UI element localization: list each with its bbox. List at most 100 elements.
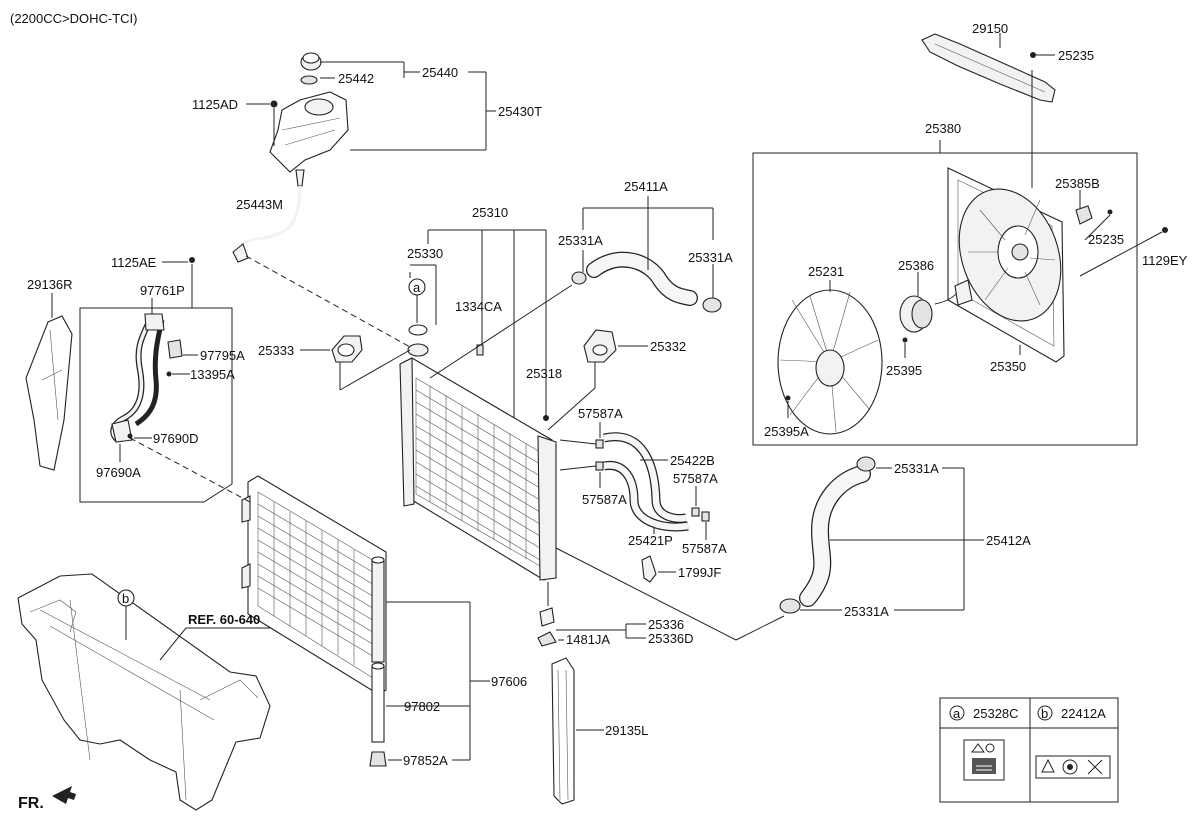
part-label-57587a-2[interactable]: 57587A [582, 492, 627, 507]
part-label-97802[interactable]: 97802 [404, 699, 440, 714]
upper-radiator-hose[interactable] [586, 251, 698, 306]
fan-shroud[interactable] [942, 167, 1079, 363]
screw-icon [785, 395, 791, 401]
radiator-cap[interactable] [407, 324, 429, 357]
part-label-25430t[interactable]: 25430T [498, 104, 542, 119]
part-label-97690d[interactable]: 97690D [153, 431, 199, 446]
transmission-cooler-hose[interactable] [603, 432, 689, 532]
hose-clip[interactable] [691, 507, 700, 517]
coolant-reservoir-tank[interactable] [269, 91, 349, 187]
part-label-25336d[interactable]: 25336D [648, 631, 694, 646]
hose-clamp[interactable] [779, 598, 801, 614]
fan-motor[interactable] [899, 279, 973, 333]
part-label-25330[interactable]: 25330 [407, 246, 443, 261]
part-label-25442[interactable]: 25442 [338, 71, 374, 86]
cooling-fan-blade[interactable] [777, 289, 883, 435]
part-label-97852a[interactable]: 97852A [403, 753, 448, 768]
part-label-25422b[interactable]: 25422B [670, 453, 715, 468]
screw-icon [543, 415, 549, 421]
part-label-1125ad[interactable]: 1125AD [192, 97, 238, 112]
part-label-25231[interactable]: 25231 [808, 264, 844, 279]
overflow-hose[interactable] [232, 185, 302, 263]
cap-seal-ring[interactable] [300, 75, 318, 85]
part-label-25412a[interactable]: 25412A [986, 533, 1031, 548]
part-label-97606[interactable]: 97606 [491, 674, 527, 689]
part-label-25318[interactable]: 25318 [526, 366, 562, 381]
part-label-25443m[interactable]: 25443M [236, 197, 283, 212]
part-label-25385b[interactable]: 25385B [1055, 176, 1100, 191]
part-label-25440[interactable]: 25440 [422, 65, 458, 80]
part-label-13395a[interactable]: 13395A [190, 367, 235, 382]
hose-clamp[interactable] [571, 271, 587, 285]
legend-a-part[interactable]: 25328C [973, 706, 1019, 721]
part-label-1125ae[interactable]: 1125AE [111, 255, 157, 270]
legend-b-part[interactable]: 22412A [1061, 706, 1106, 721]
part-label-25332[interactable]: 25332 [650, 339, 686, 354]
part-label-25310[interactable]: 25310 [472, 205, 508, 220]
part-label-25411a[interactable]: 25411A [624, 179, 668, 194]
upper-right-mounting-bracket[interactable] [583, 329, 617, 363]
part-label-25380[interactable]: 25380 [925, 121, 961, 136]
hose-clamp[interactable] [702, 297, 722, 313]
screw-icon [166, 371, 172, 377]
hose-bracket-clip[interactable] [641, 555, 657, 583]
part-label-25331a-3[interactable]: 25331A [894, 461, 939, 476]
drier-cap[interactable] [369, 751, 387, 767]
hose-clip[interactable] [701, 511, 710, 522]
part-label-25331a-4[interactable]: 25331A [844, 604, 889, 619]
part-label-1334ca[interactable]: 1334CA [455, 299, 502, 314]
part-label-29135l[interactable]: 29135L [605, 723, 648, 738]
legend-b-marker [1037, 705, 1053, 721]
upper-mounting-bracket[interactable] [921, 33, 1056, 103]
left-air-guard[interactable] [25, 315, 73, 471]
bolt-icon [1030, 52, 1036, 58]
part-label-25421p[interactable]: 25421P [628, 533, 673, 548]
line-bracket[interactable] [167, 339, 183, 359]
part-label-29150[interactable]: 29150 [972, 21, 1008, 36]
right-air-guard[interactable] [551, 657, 575, 805]
part-label-25395a[interactable]: 25395A [764, 424, 809, 439]
front-direction-label: FR. [18, 795, 44, 812]
part-label-57587a-3[interactable]: 57587A [673, 471, 718, 486]
part-label-25386[interactable]: 25386 [898, 258, 934, 273]
ac-condenser[interactable] [241, 475, 387, 695]
part-label-25235-top[interactable]: 25235 [1058, 48, 1094, 63]
front-end-module-carrier[interactable] [17, 573, 271, 811]
part-label-29136r[interactable]: 29136R [27, 277, 73, 292]
part-label-97690a[interactable]: 97690A [96, 465, 141, 480]
part-label-25336[interactable]: 25336 [648, 617, 684, 632]
legend-table [939, 697, 1119, 803]
lower-rubber-mount[interactable] [539, 607, 555, 627]
hose-clip[interactable] [595, 439, 604, 449]
part-label-25331a-2[interactable]: 25331A [688, 250, 733, 265]
screw-icon [902, 337, 908, 343]
part-label-25331a-1[interactable]: 25331A [558, 233, 603, 248]
part-label-57587a-1[interactable]: 57587A [578, 406, 623, 421]
reservoir-cap[interactable] [300, 52, 322, 71]
part-label-25395[interactable]: 25395 [886, 363, 922, 378]
part-label-97795a[interactable]: 97795A [200, 348, 245, 363]
part-label-25333[interactable]: 25333 [258, 343, 294, 358]
part-label-1129ey[interactable]: 1129EY [1142, 253, 1188, 268]
mount-insulator[interactable] [537, 631, 557, 647]
bolt-icon [189, 257, 195, 263]
reference-label[interactable]: REF. 60-640 [188, 612, 260, 627]
part-label-1481ja[interactable]: 1481JA [566, 632, 610, 647]
ac-discharge-line[interactable] [110, 313, 165, 443]
legend-a-marker [949, 705, 965, 721]
part-label-57587a-4[interactable]: 57587A [682, 541, 727, 556]
receiver-drier[interactable] [371, 556, 385, 663]
lower-radiator-hose[interactable] [799, 465, 871, 607]
bolt-icon [1162, 227, 1168, 233]
part-label-97761p[interactable]: 97761P [140, 283, 185, 298]
desiccant-cartridge[interactable] [371, 662, 385, 743]
part-label-1799jf[interactable]: 1799JF [678, 565, 721, 580]
hose-clip[interactable] [595, 461, 604, 471]
lower-left-mounting-bracket[interactable] [331, 335, 363, 363]
part-label-25235-right[interactable]: 25235 [1088, 232, 1124, 247]
engine-spec-label: (2200CC>DOHC-TCI) [10, 11, 138, 26]
radiator-core[interactable] [399, 357, 557, 581]
hose-clamp[interactable] [856, 456, 876, 472]
part-label-25350[interactable]: 25350 [990, 359, 1026, 374]
shroud-clip[interactable] [1075, 205, 1093, 225]
